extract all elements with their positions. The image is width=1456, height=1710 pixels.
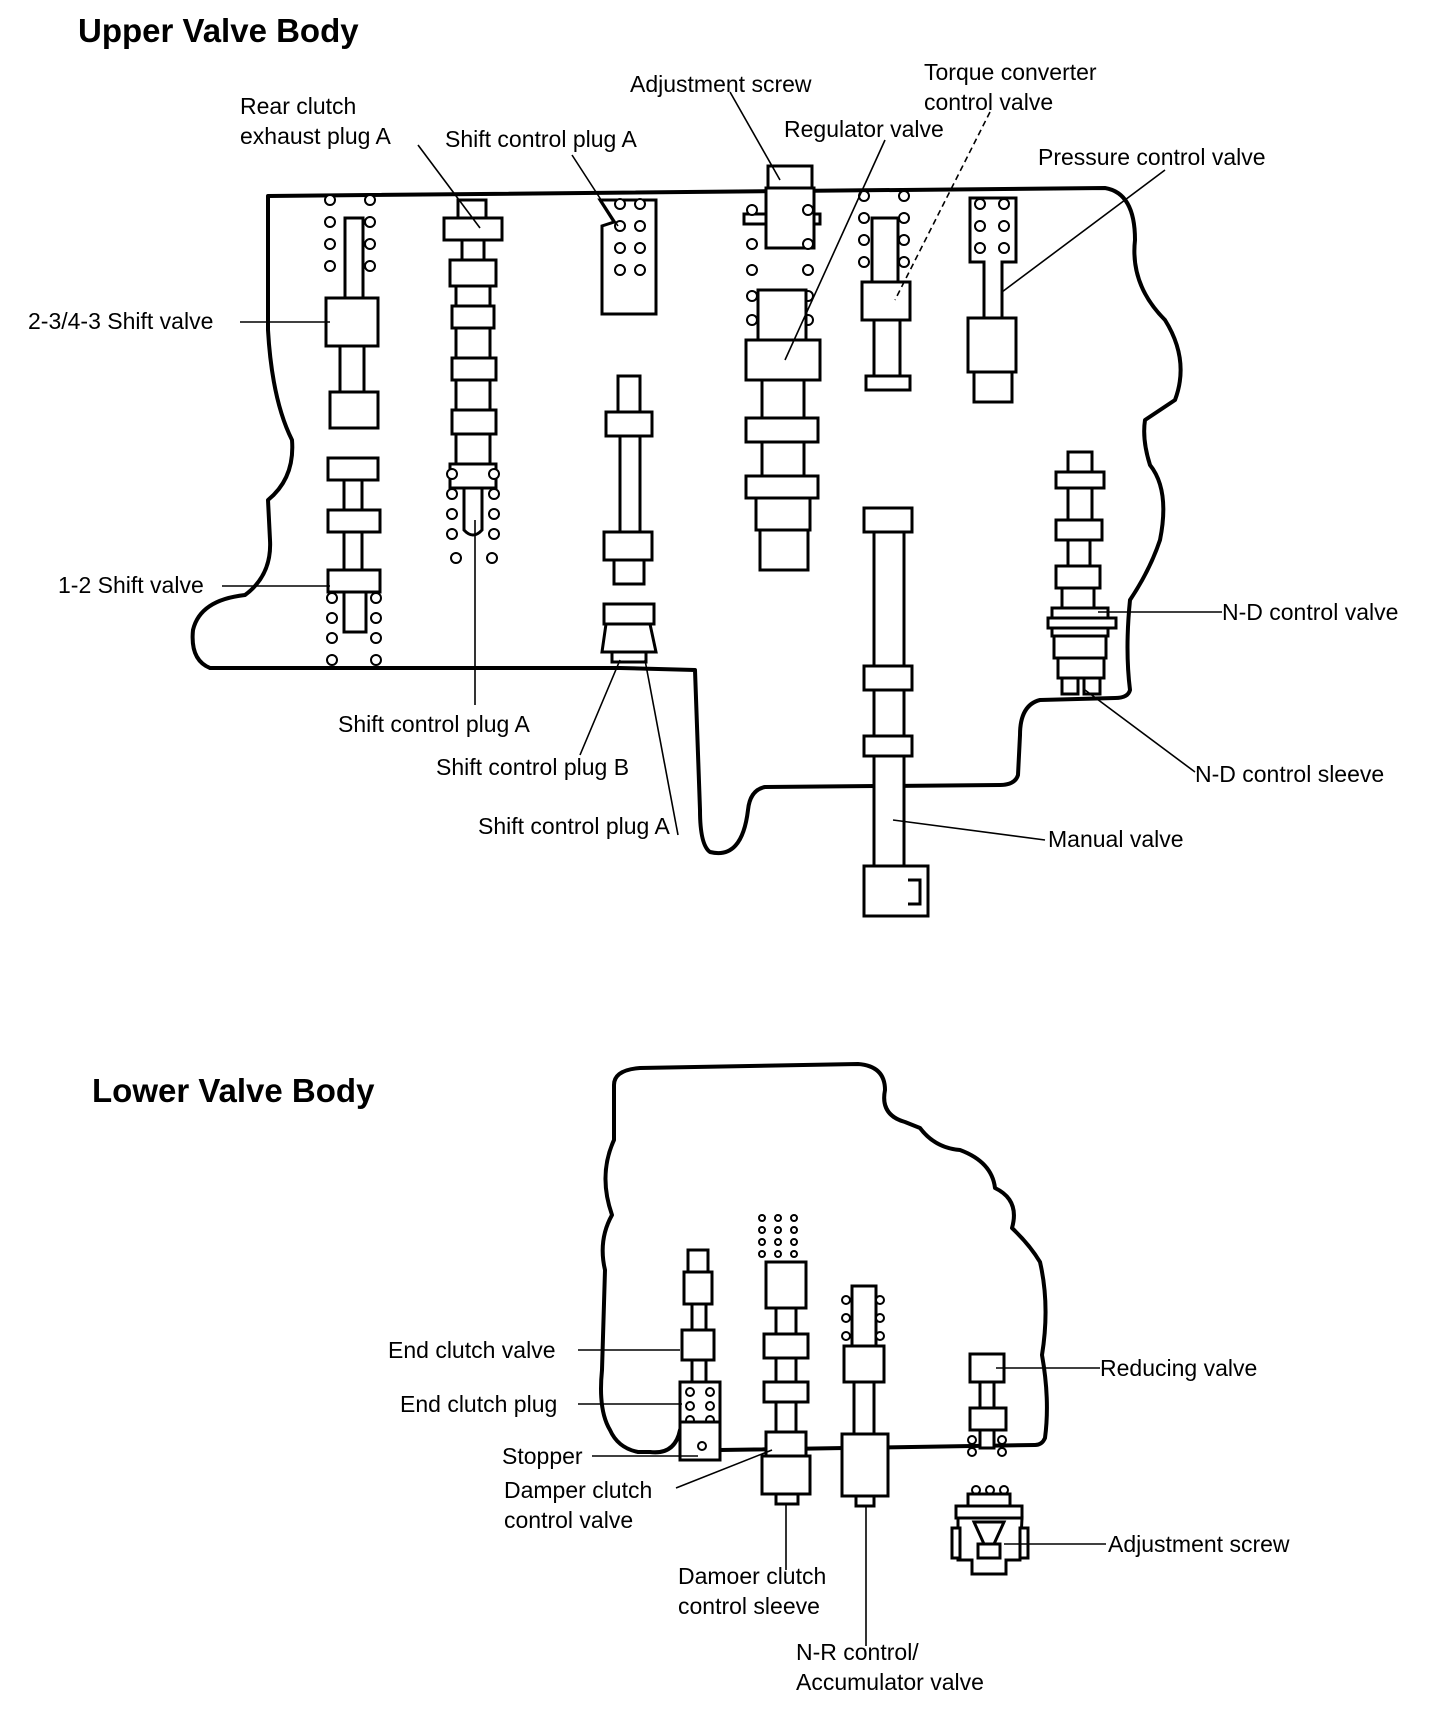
label-shift-control-plug-a-bot: Shift control plug A [478,813,670,839]
label-end-clutch-plug: End clutch plug [400,1391,557,1417]
label-stopper: Stopper [502,1443,583,1469]
label-adjustment-screw-upper: Adjustment screw [630,71,812,97]
adjustment-screw-lower-part [950,1485,1030,1576]
nd-control-valve-part [1046,450,1118,696]
label-manual-valve: Manual valve [1048,826,1184,852]
label-nd-control-valve: N-D control valve [1222,599,1398,625]
label-reducing-valve: Reducing valve [1100,1355,1257,1381]
pressure-control-valve [966,196,1018,404]
lower-leader-lines [578,1349,1106,1646]
label-damper-clutch-sleeve-line1: Damoer clutch [678,1563,826,1589]
label-shift-control-plug-a-mid: Shift control plug A [338,711,530,737]
label-damper-clutch-sleeve-line2: control sleeve [678,1593,820,1619]
upper-valve-body-title: Upper Valve Body [78,12,359,49]
lower-housing-outline [599,1062,1049,1455]
label-end-clutch-valve: End clutch valve [388,1337,555,1363]
end-clutch-assembly [678,1248,722,1462]
label-shift-control-plug-b: Shift control plug B [436,754,629,780]
shift-control-plug-b-stack [600,374,658,664]
label-torque-converter-line2: control valve [924,89,1053,115]
label-nr-control-line1: N-R control/ [796,1639,919,1665]
label-nr-control-line2: Accumulator valve [796,1669,984,1695]
lower-valve-body: Lower Valve Body [92,1062,1290,1695]
label-regulator-valve: Regulator valve [784,116,944,142]
label-shift-valve-12: 1-2 Shift valve [58,572,204,598]
lower-valve-body-title: Lower Valve Body [92,1072,375,1109]
shift-valve-12 [326,456,382,666]
manual-valve-part [862,506,930,918]
nr-control-accumulator-valve [840,1284,890,1508]
label-rear-clutch-line2: exhaust plug A [240,123,392,149]
torque-converter-control-valve [858,190,912,392]
rear-clutch-exhaust-valve-stack [442,198,504,564]
upper-leader-lines [222,91,1222,841]
upper-valve-body: Upper Valve Body [28,12,1398,918]
reducing-valve-part [967,1352,1008,1457]
label-shift-control-plug-a-top: Shift control plug A [445,126,637,152]
regulator-valve-stack [742,164,822,572]
label-damper-clutch-valve-line2: control valve [504,1507,633,1533]
shift-valve-23-43 [324,194,380,430]
damper-clutch-control-assembly [758,1214,812,1506]
label-torque-converter-line1: Torque converter [924,59,1097,85]
label-pressure-control-valve: Pressure control valve [1038,144,1266,170]
label-rear-clutch-line1: Rear clutch [240,93,356,119]
label-shift-valve-23-43: 2-3/4-3 Shift valve [28,308,213,334]
label-damper-clutch-valve-line1: Damper clutch [504,1477,652,1503]
shift-control-plug-a-top-part [597,198,658,316]
label-adjustment-screw-lower: Adjustment screw [1108,1531,1290,1557]
label-nd-control-sleeve: N-D control sleeve [1195,761,1384,787]
upper-housing-outline [190,186,1183,856]
